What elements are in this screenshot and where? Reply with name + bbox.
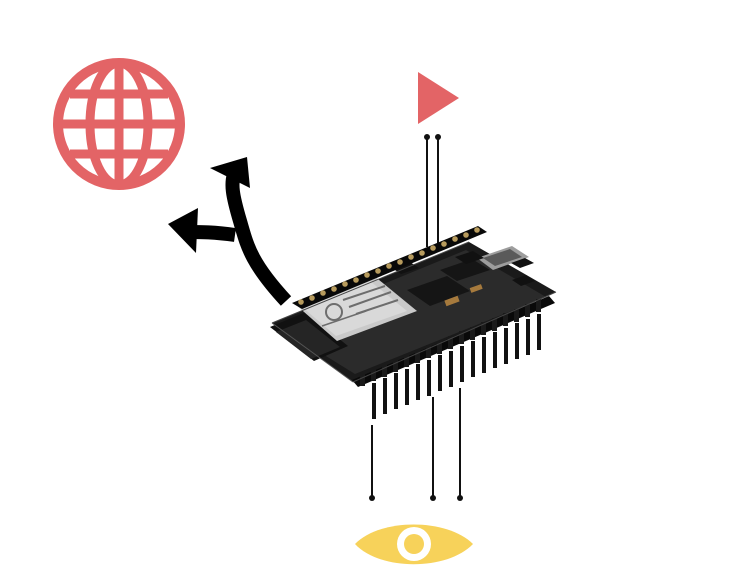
globe-icon [53,58,185,190]
input-connection-lines [369,388,463,501]
output-connection-lines [424,134,441,247]
curved-arrow-icon [168,157,292,306]
microcontroller-board [270,226,557,419]
bottom-pins [372,314,541,419]
top-pin-header [292,226,487,309]
right-pin-header [352,296,555,387]
play-icon [418,72,459,124]
eye-icon [355,524,473,565]
